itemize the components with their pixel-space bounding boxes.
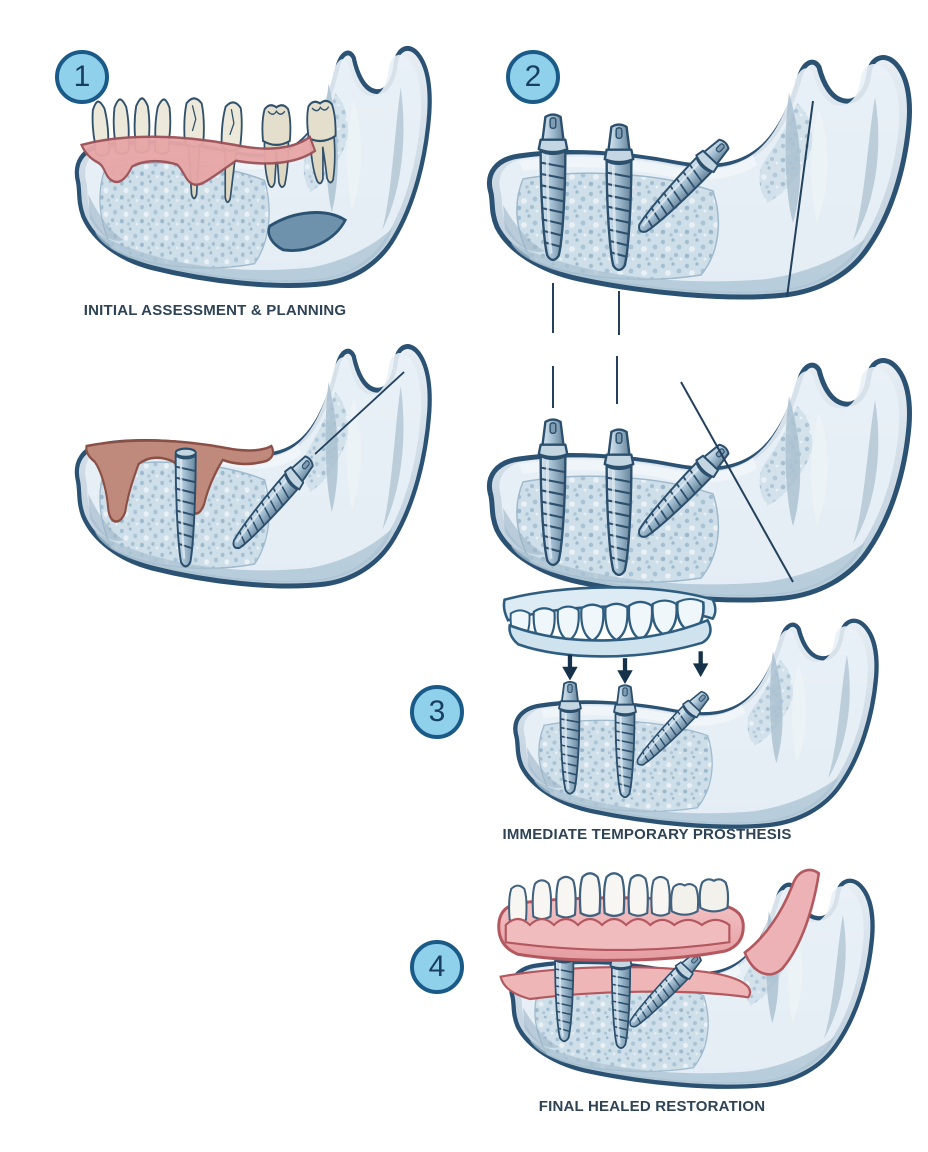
dental-implant — [173, 447, 198, 568]
step-4-number: 4 — [428, 950, 446, 983]
leader-line — [314, 371, 405, 455]
bone-recess — [267, 211, 348, 252]
step-4-badge: 4 — [410, 940, 464, 994]
temporary-prosthesis — [502, 586, 717, 658]
prosthesis-tooth — [508, 884, 528, 924]
step-3-caption: IMMEDIATE TEMPORARY PROSTHESIS — [502, 826, 792, 843]
final-prosthesis — [497, 872, 745, 962]
prosthesis-tooth — [627, 600, 654, 641]
step-3-number: 3 — [428, 695, 446, 728]
prosthesis-molar — [698, 878, 730, 913]
step-2-badge: 2 — [506, 50, 560, 104]
down-arrow-icon — [692, 651, 709, 678]
prosthesis-tooth — [604, 602, 629, 642]
prosthesis-band — [502, 586, 717, 622]
prosthesis-tooth — [650, 875, 671, 917]
step-2-illustration — [466, 33, 928, 335]
prosthesis-tooth — [580, 603, 605, 642]
mandible-healing — [77, 347, 430, 586]
prosthesis-flange — [508, 618, 712, 658]
prosthesis-tooth — [602, 872, 626, 917]
prosthesis-tooth — [556, 605, 580, 643]
final-restoration-scene — [497, 868, 873, 1087]
step-1-illustration — [56, 36, 444, 306]
down-arrow-icon — [617, 658, 633, 684]
healing-ridge-illustration — [56, 328, 444, 604]
gum-ridge — [79, 135, 317, 187]
down-arrow-icon — [562, 654, 578, 681]
step-1-number: 1 — [73, 60, 91, 93]
prosthesis-tooth — [578, 872, 602, 917]
prosthesis-tooth — [627, 873, 649, 917]
prosthesis-tooth — [531, 879, 553, 921]
gum-ramus-wrap — [743, 868, 821, 976]
prosthesis-tooth — [651, 599, 678, 637]
step-1-caption: INITIAL ASSESSMENT & PLANNING — [83, 302, 347, 319]
mandible-with-implants — [489, 58, 909, 335]
step-4-caption: FINAL HEALED RESTORATION — [538, 1098, 766, 1115]
step-3-illustration — [502, 586, 928, 832]
step-2-number: 2 — [524, 60, 542, 93]
leader-line — [786, 100, 814, 298]
step-1-badge: 1 — [55, 50, 109, 104]
prosthesis-tooth — [555, 875, 577, 919]
step-4-illustration — [497, 868, 928, 1096]
temporary-prosthesis-scene — [502, 586, 877, 826]
leader-line — [680, 381, 794, 583]
gum-scallop-edge — [504, 917, 731, 952]
prosthesis-molar — [670, 883, 700, 916]
step-3-badge: 3 — [410, 685, 464, 739]
mandible-with-teeth — [77, 48, 430, 285]
